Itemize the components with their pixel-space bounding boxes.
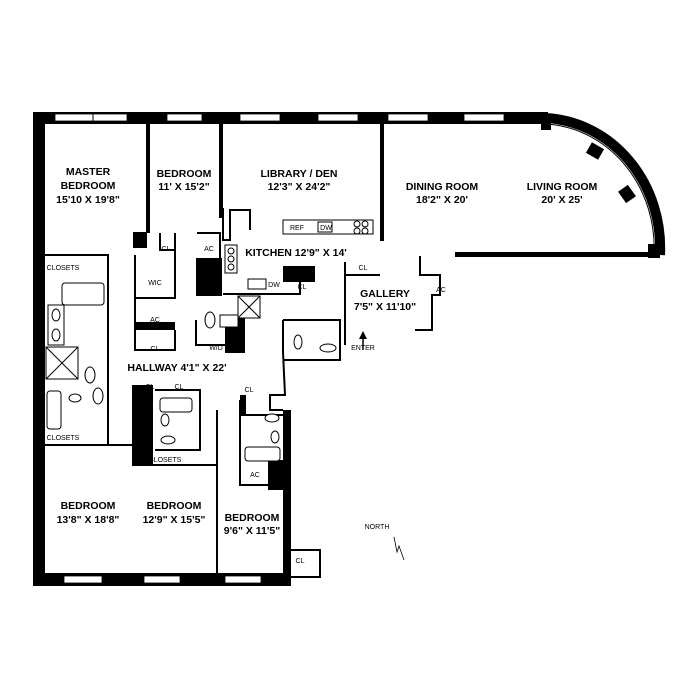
north-arrow-icon — [393, 536, 405, 561]
dw-label: DW — [320, 225, 332, 232]
entry-marker — [359, 331, 367, 350]
room-bedroom-se-name: BEDROOM — [225, 512, 280, 524]
ac-label: AC — [150, 317, 160, 324]
cl-label: CL — [359, 265, 368, 272]
room-living-dims: 20' X 25' — [541, 194, 582, 206]
closets-label: CLOSETS — [47, 435, 80, 442]
room-bedroom-s-dims: 12'9" X 15'5" — [143, 514, 206, 526]
room-kitchen-label: KITCHEN 12'9" X 14' — [245, 247, 347, 259]
room-living-name: LIVING ROOM — [527, 181, 598, 193]
room-master-bedroom-name-2: BEDROOM — [61, 180, 116, 192]
windows — [54, 113, 505, 584]
cl-label: CL — [146, 384, 155, 391]
closets-label: CLOSETS — [47, 265, 80, 272]
cl-label: CL — [298, 284, 307, 291]
cl-label: CL — [162, 246, 171, 253]
ref-label: REF — [290, 225, 304, 232]
room-library-dims: 12'3" X 24'2" — [268, 181, 331, 193]
room-dining-dims: 18'2" X 20' — [416, 194, 468, 206]
room-bedroom-se-dims: 9'6" X 11'5" — [224, 525, 280, 537]
room-master-bedroom-dims: 15'10 X 19'8" — [56, 194, 120, 206]
room-bedroom-north-name: BEDROOM — [157, 168, 212, 180]
room-master-bedroom-name: MASTER — [66, 166, 111, 178]
cl-label: CL — [140, 419, 149, 426]
wic-label: WIC — [148, 280, 162, 287]
closets-label: CLOSETS — [149, 457, 182, 464]
room-bedroom-sw-name: BEDROOM — [61, 500, 116, 512]
room-hallway-label: HALLWAY 4'1" X 22' — [127, 362, 226, 374]
dw-label: DW — [268, 282, 280, 289]
arrow-up-icon — [359, 331, 367, 339]
north-label: NORTH — [365, 524, 390, 531]
enter-text: ENTER — [351, 345, 375, 352]
fixtures — [45, 219, 374, 462]
room-dining-name: DINING ROOM — [406, 181, 479, 193]
room-bedroom-sw-dims: 13'8" X 18'8" — [57, 514, 120, 526]
room-gallery-dims: 7'5" X 11'10" — [354, 301, 416, 313]
room-library-name: LIBRARY / DEN — [260, 168, 337, 180]
room-bedroom-s-name: BEDROOM — [147, 500, 202, 512]
cl-label: CL — [175, 384, 184, 391]
cl-label: CL — [245, 387, 254, 394]
room-gallery-name: GALLERY — [360, 288, 410, 300]
ac-label: AC — [436, 287, 446, 294]
cl-label: CL — [296, 558, 305, 565]
cl-label: CL — [151, 346, 160, 353]
ac-label: AC — [204, 246, 214, 253]
wd-label: W/D — [209, 345, 223, 352]
room-bedroom-north-dims: 11' X 15'2" — [158, 181, 209, 193]
ac-label: AC — [250, 472, 260, 479]
